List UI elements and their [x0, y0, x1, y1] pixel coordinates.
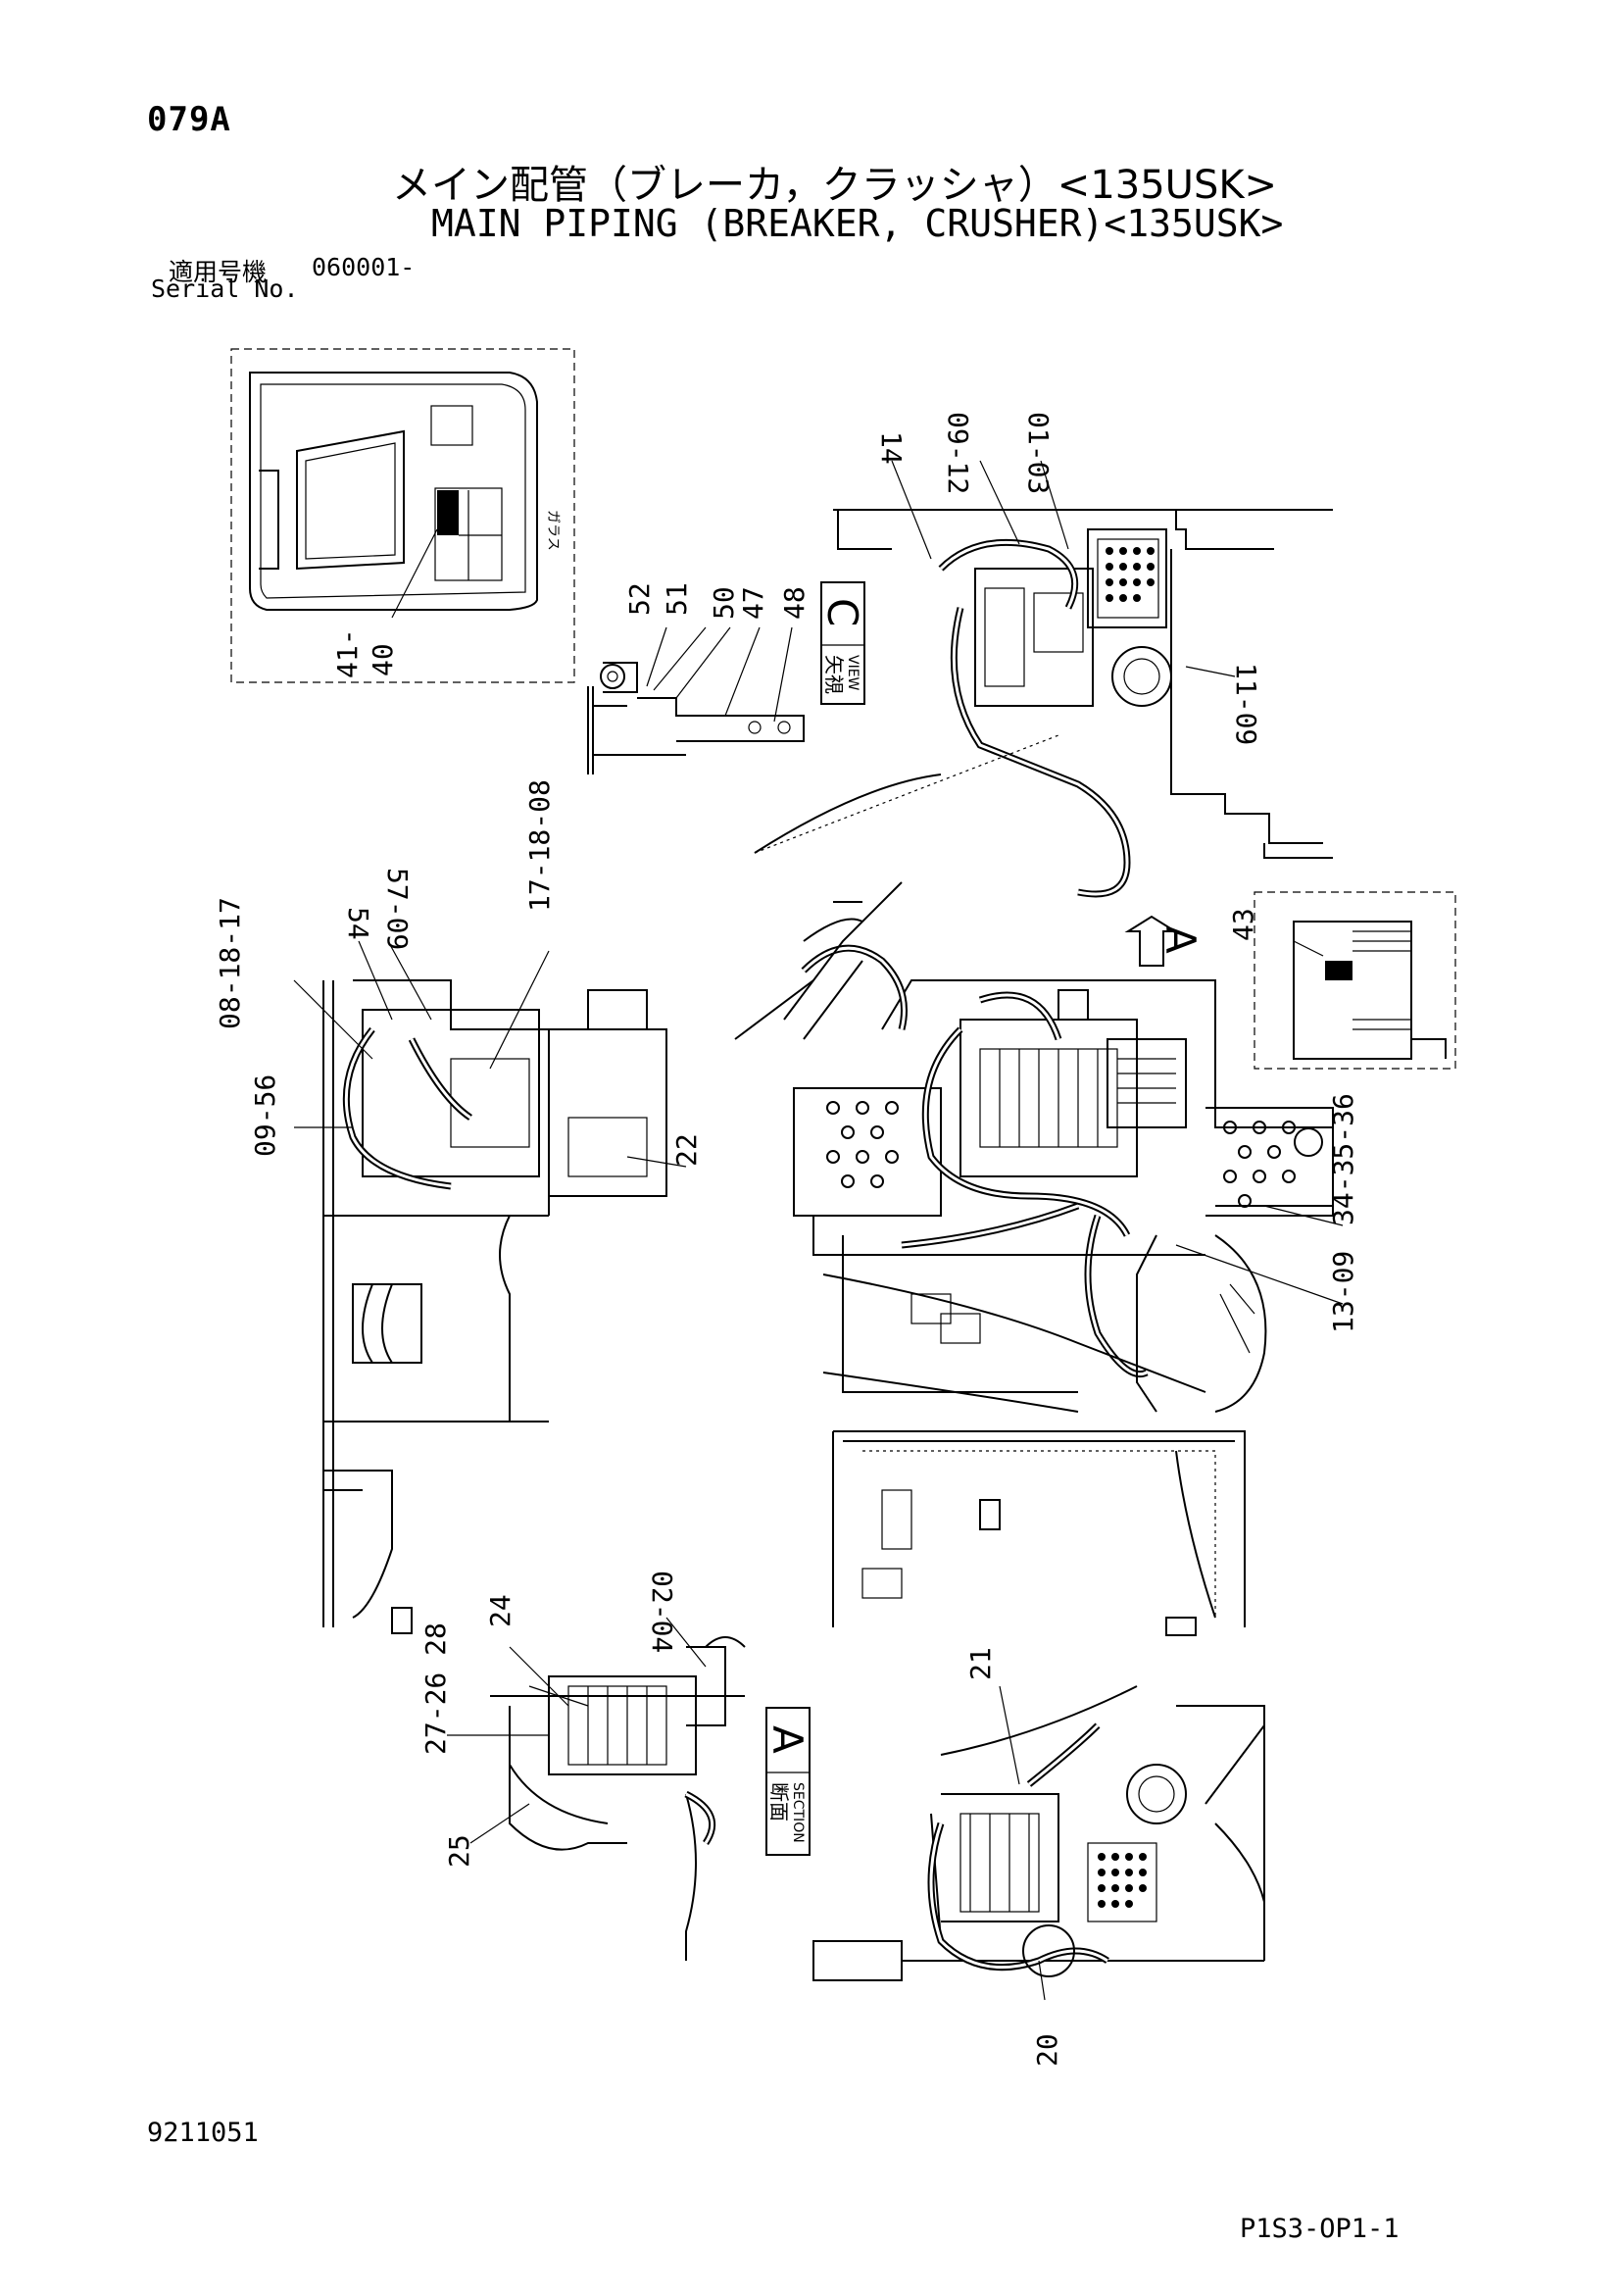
callout-43: 43 — [1227, 908, 1259, 941]
callout-40: 40 — [367, 643, 399, 676]
serial-number: 060001- — [312, 253, 416, 281]
callout-52: 52 — [623, 582, 656, 616]
callout-50: 50 — [708, 586, 740, 620]
callout-48: 48 — [778, 586, 811, 620]
view-c-letter: C — [818, 598, 866, 626]
bracket-detail: 52 51 50 47 48 C 矢視 VIEW — [587, 581, 866, 774]
page-title-jp: メイン配管（ブレーカ，クラッシャ）<135USK> — [392, 163, 1278, 208]
view-c-tag — [820, 581, 865, 705]
callout-09-12: 09-12 — [942, 412, 974, 494]
main-valve-assembly: 34-35-36 13-09 — [734, 881, 1359, 1413]
arrow-a-indicator: A — [1124, 915, 1205, 967]
callout-41: 41- — [331, 628, 364, 678]
callout-24: 24 — [484, 1594, 516, 1627]
callout-14: 14 — [875, 431, 908, 465]
left-assembly: 08-18-17 09-56 54 57-09 17-18-08 22 — [214, 779, 703, 1634]
callout-54: 54 — [342, 907, 374, 940]
view-c-jp: 矢視 — [822, 655, 846, 694]
section-a-en: SECTION — [790, 1782, 806, 1843]
inset-43: 43 — [1227, 891, 1456, 1070]
section-a-jp: 断面 — [767, 1782, 791, 1822]
page-title-en: MAIN PIPING (BREAKER, CRUSHER)<135USK> — [431, 202, 1284, 245]
document-number: 9211051 — [147, 2118, 259, 2148]
page-id: 079A — [147, 100, 231, 139]
callout-20: 20 — [1031, 2033, 1063, 2067]
section-a-letter: A — [763, 1725, 812, 1754]
terminal-block-lower — [1087, 1842, 1157, 1922]
callout-25: 25 — [443, 1834, 475, 1868]
callout-13-09: 13-09 — [1327, 1251, 1359, 1333]
callout-57-09: 57-09 — [381, 868, 414, 950]
callout-34-35-36: 34-35-36 — [1327, 1093, 1359, 1225]
view-c-en: VIEW — [845, 655, 861, 691]
callout-08-18-17: 08-18-17 — [214, 897, 246, 1029]
cab-detail-inset: ガラス 41- 40 — [230, 348, 575, 683]
terminal-block — [1097, 538, 1159, 619]
lower-frame — [832, 1430, 1246, 1636]
callout-27-26-28: 27-26 28 — [419, 1622, 452, 1755]
callout-21: 21 — [964, 1647, 997, 1680]
pattern-plate-left — [826, 1101, 899, 1188]
callout-47: 47 — [737, 586, 769, 620]
callout-51: 51 — [661, 582, 693, 616]
valve-assembly-top: 14 09-12 01-03 11-09 — [754, 412, 1333, 898]
callout-11-09: 11-09 — [1230, 663, 1262, 745]
callout-02-04: 02-04 — [646, 1571, 678, 1653]
section-a-tag — [765, 1707, 811, 1856]
bottom-right-assembly: 21 20 — [812, 1647, 1265, 2067]
serial-label-jp: 適用号機 — [169, 258, 268, 286]
callout-17-18-08: 17-18-08 — [523, 779, 556, 912]
page-code: P1S3-OP1-1 — [1240, 2214, 1400, 2244]
section-a-assembly: 24 27-26 28 25 02-04 A 断面 SECTION — [419, 1571, 812, 1961]
arrow-a-letter: A — [1156, 925, 1205, 954]
serial-label-en: Serial No. — [151, 275, 299, 303]
inset-note: ガラス — [545, 510, 561, 551]
callout-09-56: 09-56 — [249, 1074, 281, 1157]
callout-22: 22 — [670, 1133, 703, 1167]
callout-01-03: 01-03 — [1022, 412, 1055, 494]
pattern-plate-right — [1223, 1121, 1323, 1208]
